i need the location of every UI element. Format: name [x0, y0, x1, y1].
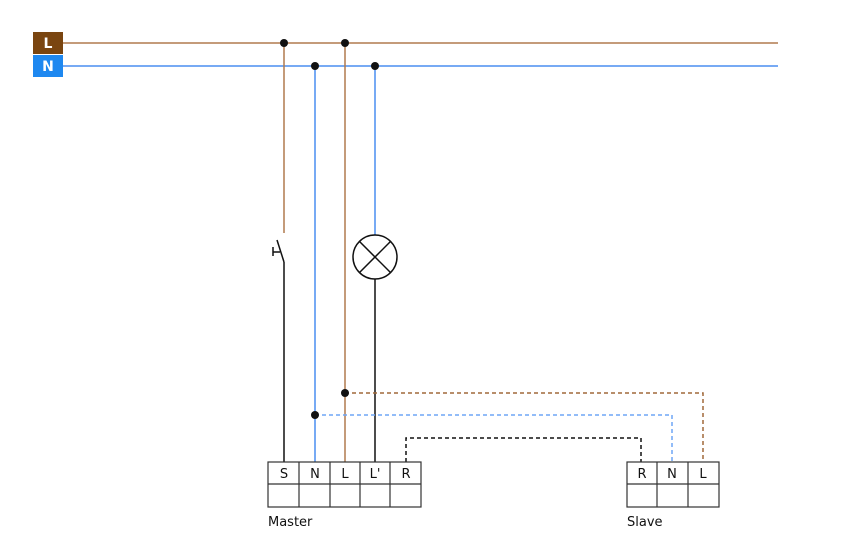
slave-live-dashed-wire: [345, 392, 704, 462]
slave-terminal-R: R: [637, 467, 646, 482]
live-bus-label-box: [33, 32, 63, 54]
slave-terminal-L: L: [699, 467, 707, 482]
master-terminal-block: [267, 461, 422, 508]
master-terminal-R: R: [401, 467, 410, 482]
slave-terminal-N: N: [667, 467, 677, 482]
master-terminal-N: N: [310, 467, 320, 482]
junction-dot: [341, 39, 349, 47]
junction-dots: [280, 39, 379, 419]
remote-dashed-wire: [405, 437, 642, 462]
master-terminal-L: L: [341, 467, 349, 482]
master-terminal-L-prime: L': [370, 467, 381, 482]
master-label: Master: [268, 515, 313, 530]
live-bus-label: L: [44, 36, 53, 52]
slave-label: Slave: [627, 515, 663, 530]
junction-dot: [341, 389, 349, 397]
lamp-icon: [352, 234, 398, 280]
junction-dot: [311, 411, 319, 419]
neutral-bus-label: N: [42, 59, 54, 75]
master-terminal-S: S: [280, 467, 288, 482]
junction-dot: [371, 62, 379, 70]
neutral-bus-label-box: [33, 55, 63, 77]
slave-terminal-block: [626, 461, 720, 508]
slave-neutral-dashed-wire: [315, 414, 673, 462]
junction-dot: [280, 39, 288, 47]
switch-symbol: [272, 239, 285, 263]
junction-dot: [311, 62, 319, 70]
